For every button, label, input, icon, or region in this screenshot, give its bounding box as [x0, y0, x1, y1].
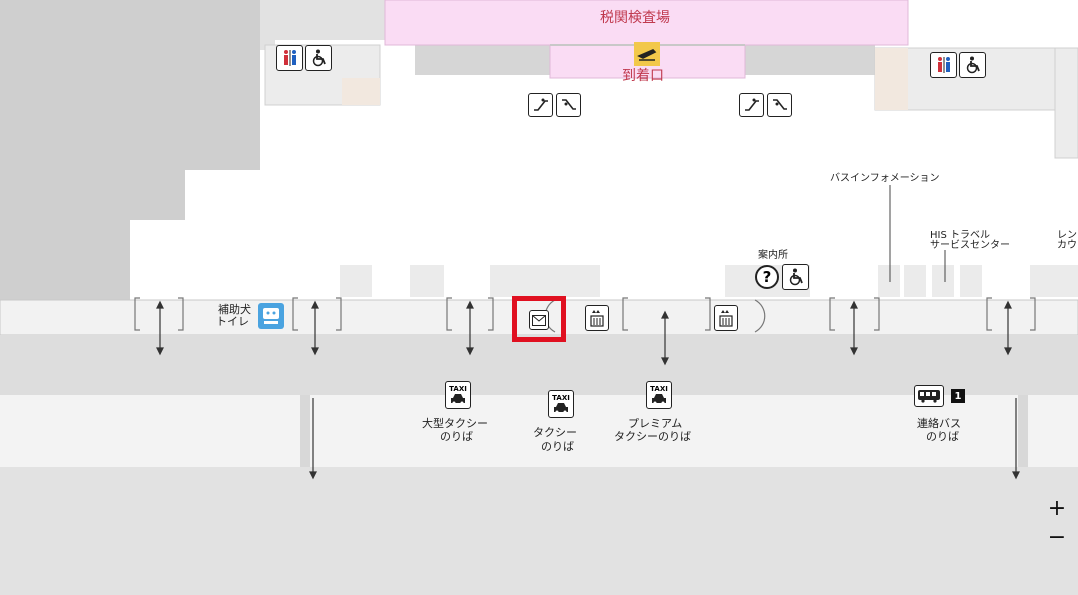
bus-info-label[interactable]: バスインフォメーション [830, 173, 940, 184]
service-dog-toilet-icon[interactable] [258, 303, 284, 329]
escalator-down-icon[interactable] [767, 93, 792, 117]
wheelchair-icon[interactable] [782, 264, 809, 290]
taxi-sign-text: TAXI [449, 385, 467, 393]
taxi-sign-text: TAXI [650, 385, 668, 393]
zoom-in-button[interactable]: + [1047, 495, 1067, 521]
mail-icon[interactable] [529, 310, 549, 330]
arrival-plane-icon [634, 42, 660, 66]
bus-icon[interactable] [914, 385, 944, 407]
restroom-icon[interactable] [276, 45, 303, 71]
taxi-label-1: タクシー [533, 426, 577, 439]
rent-label-2[interactable]: カウ [1057, 240, 1077, 251]
service-dog-label-1: 補助犬 [218, 303, 251, 316]
premium-taxi-label-1: プレミアム [628, 417, 683, 430]
wheelchair-icon[interactable] [305, 45, 332, 71]
restroom-icon[interactable] [930, 52, 957, 78]
escalator-down-icon[interactable] [556, 93, 581, 117]
arrival-label: 到着口 [622, 68, 664, 84]
customs-label: 税関検査場 [600, 10, 670, 26]
shuttle-bus-label-1: 連絡バス [917, 417, 961, 430]
info-icon[interactable]: ? [755, 265, 779, 289]
taxi-icon[interactable]: TAXI [646, 381, 672, 409]
escalator-up-icon[interactable] [528, 93, 553, 117]
taxi-icon[interactable]: TAXI [445, 381, 471, 409]
elevator-icon[interactable] [585, 305, 609, 331]
taxi-icon[interactable]: TAXI [548, 390, 574, 418]
premium-taxi-label-2: タクシーのりば [614, 430, 691, 443]
taxi-sign-text: TAXI [552, 394, 570, 402]
rent-label-1[interactable]: レン [1057, 230, 1077, 241]
shuttle-bus-label-2: のりば [926, 430, 959, 443]
taxi-label-2: のりば [541, 440, 574, 453]
large-taxi-label-2: のりば [440, 430, 473, 443]
info-desk-label: 案内所 [758, 250, 788, 261]
large-taxi-label-1: 大型タクシー [422, 417, 488, 430]
escalator-up-icon[interactable] [739, 93, 764, 117]
bus-stop-number: 1 [951, 389, 965, 403]
wheelchair-icon[interactable] [959, 52, 986, 78]
mail-highlight-frame [512, 296, 566, 342]
service-dog-label-2: トイレ [216, 315, 249, 328]
his-travel-label-1[interactable]: HIS トラベル [930, 230, 990, 241]
zoom-out-button[interactable]: − [1047, 524, 1067, 550]
elevator-icon[interactable] [714, 305, 738, 331]
his-travel-label-2[interactable]: サービスセンター [930, 240, 1010, 251]
